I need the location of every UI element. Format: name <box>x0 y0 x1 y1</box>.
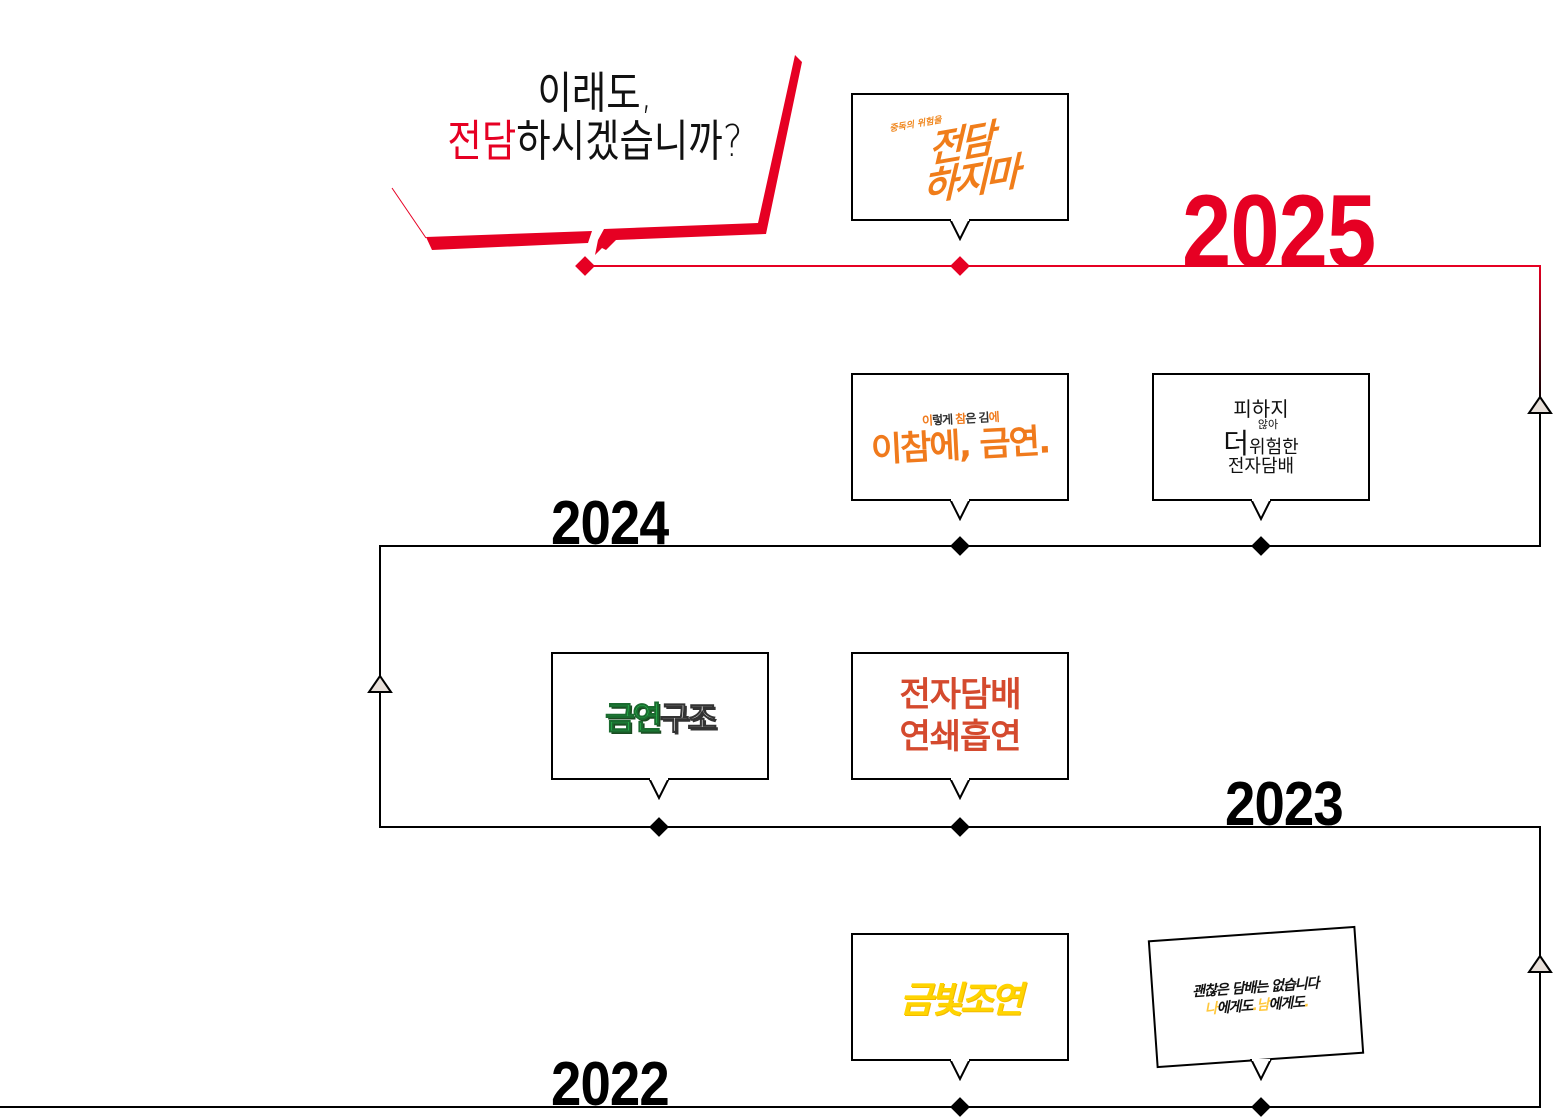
timeline-marker[interactable] <box>950 817 970 837</box>
timeline-marker[interactable] <box>1251 536 1271 556</box>
card-pointer-tail <box>1249 1059 1273 1081</box>
timeline-marker[interactable] <box>1251 1097 1271 1117</box>
card-line2: 연쇄흡연 <box>899 717 1021 757</box>
headline-line1: 이래도, <box>537 68 653 119</box>
year-label-2022: 2022 <box>551 1054 669 1107</box>
headline-line2: 전담하시겠습니까? <box>438 118 753 166</box>
year-label-2023: 2023 <box>1225 774 1343 827</box>
card-line1: 피하지 <box>1233 396 1289 421</box>
timeline-marker[interactable] <box>950 256 970 276</box>
card-title: 금연구조 <box>605 699 718 738</box>
card-pointer-tail <box>647 778 671 800</box>
card-pointer-tail <box>948 778 972 800</box>
headline-rest: 하시겠습니까? <box>516 116 743 167</box>
campaign-card-c4[interactable]: 금연구조 <box>551 652 769 780</box>
timeline-line-2022 <box>0 1106 1541 1108</box>
speech-bubble-frame <box>391 55 802 255</box>
card-line2: 않아 <box>1257 417 1279 431</box>
headline-accent: 전담 <box>447 116 517 167</box>
card-pointer-tail <box>948 499 972 521</box>
timeline-marker[interactable] <box>950 536 970 556</box>
campaign-card-c6[interactable]: 금빛조연 <box>851 933 1069 1061</box>
direction-up-triangle-icon <box>1527 954 1553 973</box>
campaign-card-c3[interactable]: 피하지 않아 더위험한 전자담배 <box>1152 373 1370 501</box>
direction-up-triangle-icon <box>1527 395 1553 414</box>
card-line1: 전자담배 <box>899 675 1021 715</box>
card-pointer-tail <box>948 219 972 241</box>
card-pointer-tail <box>1249 499 1273 521</box>
card-line3: 더위험한 <box>1223 426 1299 460</box>
campaign-card-c7[interactable]: 괜찮은 담배는 없습니다 나에게도.남에게도. <box>1147 925 1365 1069</box>
year-label-2025: 2025 <box>1182 180 1376 266</box>
year-label-2024: 2024 <box>551 493 669 546</box>
campaign-card-c1[interactable]: 중독의 위험을 전담 하지마 <box>851 93 1069 221</box>
headline: 이래도, 전담하시겠습니까? <box>410 70 780 166</box>
timeline-line-2025 <box>585 265 1541 267</box>
direction-up-triangle-icon <box>367 674 393 693</box>
card-pointer-tail <box>948 1059 972 1081</box>
card-title: 이참에, 금연. <box>870 420 1050 471</box>
campaign-card-c5[interactable]: 전자담배 연쇄흡연 <box>851 652 1069 780</box>
campaign-card-c2[interactable]: 이렇게 참은 김에 이참에, 금연. <box>851 373 1069 501</box>
card-title: 금빛조연 <box>899 980 1023 1021</box>
timeline-marker[interactable] <box>649 817 669 837</box>
timeline-marker[interactable] <box>950 1097 970 1117</box>
card-line4: 전자담배 <box>1227 455 1295 477</box>
